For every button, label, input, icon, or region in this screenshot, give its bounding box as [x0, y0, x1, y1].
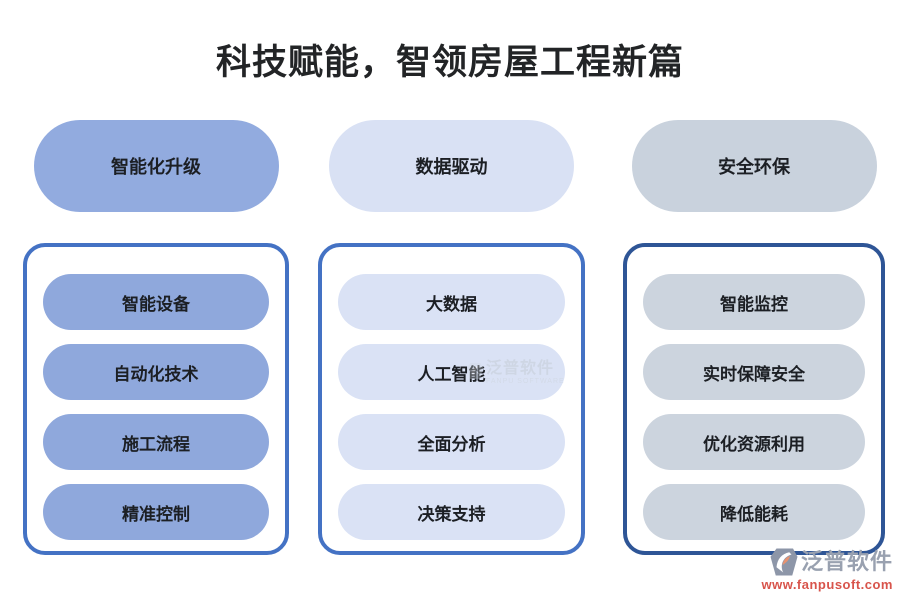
column-box-smart-upgrade: 智能设备 自动化技术 施工流程 精准控制	[23, 243, 289, 555]
column-box-data-driven: 大数据 人工智能 全面分析 决策支持	[318, 243, 585, 555]
list-item: 优化资源利用	[643, 414, 865, 470]
column-header-smart-upgrade: 智能化升级	[33, 120, 279, 212]
list-item: 大数据	[338, 274, 565, 330]
brand-url[interactable]: www.fanpusoft.com	[761, 577, 893, 592]
list-item: 智能监控	[643, 274, 865, 330]
list-item: 智能设备	[43, 274, 269, 330]
column-smart-upgrade: 智能化升级 智能设备 自动化技术 施工流程 精准控制	[23, 120, 289, 555]
list-item: 决策支持	[338, 484, 565, 540]
column-safety-environment: 安全环保 智能监控 实时保障安全 优化资源利用 降低能耗	[623, 120, 885, 555]
list-item: 全面分析	[338, 414, 565, 470]
brand-name: 泛普软件	[800, 549, 893, 574]
list-item: 降低能耗	[643, 484, 865, 540]
page-title: 科技赋能，智领房屋工程新篇	[215, 43, 684, 82]
column-header-safety-environment: 安全环保	[631, 120, 877, 212]
list-item: 自动化技术	[43, 344, 269, 400]
list-item: 施工流程	[43, 414, 269, 470]
list-item: 实时保障安全	[643, 344, 865, 400]
brand-logo[interactable]: 泛普软件 www.fanpusoft.com	[761, 547, 893, 592]
list-item: 人工智能	[338, 344, 565, 400]
fanpu-logo-icon	[770, 548, 798, 576]
list-item: 精准控制	[43, 484, 269, 540]
column-header-data-driven: 数据驱动	[329, 120, 574, 212]
column-box-safety-environment: 智能监控 实时保障安全 优化资源利用 降低能耗	[623, 243, 885, 555]
column-data-driven: 数据驱动 大数据 人工智能 全面分析 决策支持	[318, 120, 585, 555]
